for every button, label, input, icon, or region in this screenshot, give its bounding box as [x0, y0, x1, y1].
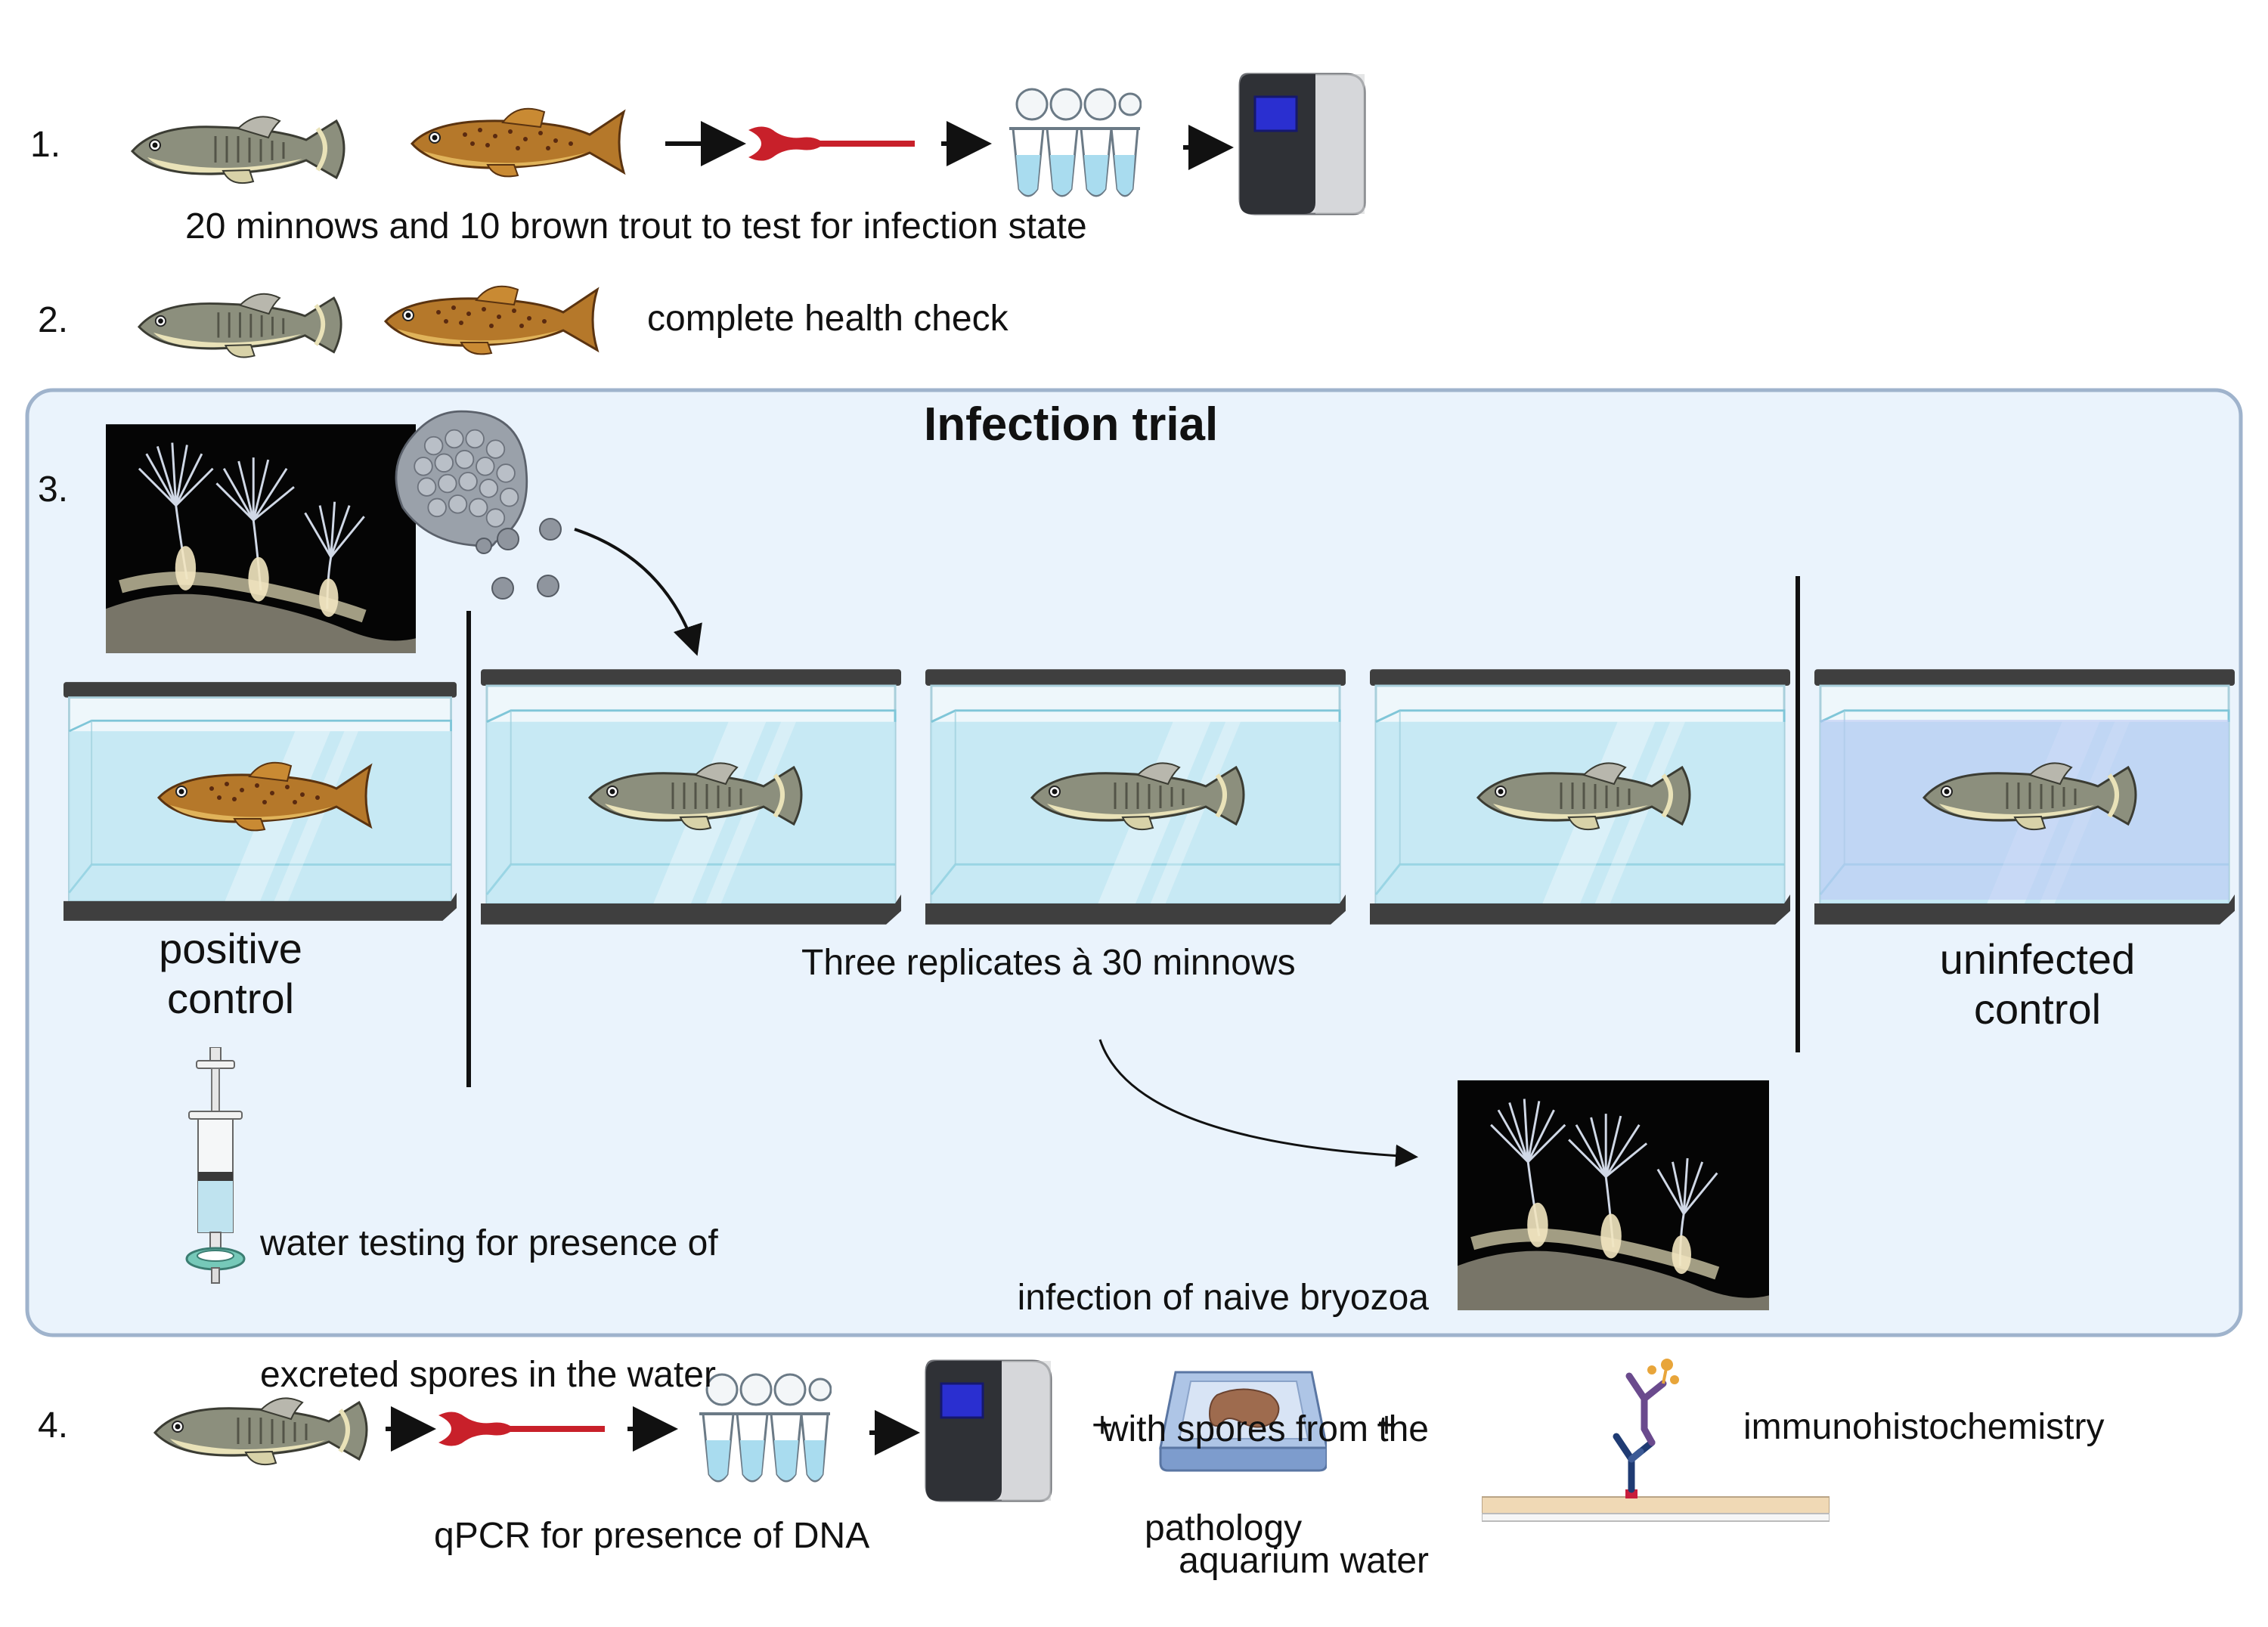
step-4-row [155, 1359, 1830, 1521]
step-1-caption: 20 minnows and 10 brown trout to test fo… [185, 206, 1087, 246]
pathology-caption: pathology [1145, 1508, 1303, 1548]
kidney-tissue-icon [748, 126, 915, 161]
step-3-number: 3. [38, 470, 69, 510]
positive-control-label: positive control [113, 924, 348, 1024]
qpcr-machine-icon [1238, 73, 1366, 215]
plus-sign: + [1092, 1405, 1114, 1446]
qpcr-caption: qPCR for presence of DNA [434, 1516, 870, 1556]
infection-trial-title: Infection trial [924, 398, 1219, 451]
pcr-tubes-icon [1008, 88, 1142, 197]
uninfected-control-line-2: control [1973, 985, 2102, 1033]
replicates-label: Three replicates à 30 minnows [801, 943, 1296, 983]
bryozoa-infection-line-1: infection of naive bryozoa [1017, 1278, 1429, 1318]
step-1-number: 1. [30, 125, 61, 165]
water-testing-label: water testing for presence of excreted s… [260, 1134, 718, 1441]
bryozoa-infection-label: infection of naive bryozoa with spores f… [937, 1188, 1429, 1627]
water-testing-line-2: excreted spores in the water [260, 1355, 716, 1395]
bryozoa-photo [106, 424, 416, 653]
positive-control-line-1: positive [159, 925, 302, 972]
positive-control-line-2: control [166, 975, 295, 1022]
brown-trout-icon [384, 285, 599, 355]
infection-arrow [1098, 1039, 1418, 1167]
brown-trout-icon [411, 107, 625, 178]
pcr-tubes-icon [698, 1373, 832, 1483]
spore-transfer-arrow [574, 528, 702, 656]
bryozoa-infection-line-3: aquarium water [1179, 1541, 1429, 1581]
water-testing-line-1: water testing for presence of [260, 1223, 718, 1263]
diagram-canvas [25, 73, 2243, 1588]
uninfected-control-line-1: uninfected [1939, 935, 2136, 983]
step-1-row [132, 73, 1366, 215]
bryozoa-infection-line-2: with spores from the [1101, 1409, 1429, 1449]
step-2-number: 2. [38, 300, 69, 340]
bryozoa-photo [1458, 1080, 1769, 1310]
plus-sign: + [1376, 1405, 1398, 1446]
uninfected-control-label: uninfected control [1913, 934, 2162, 1034]
step-2-row [139, 285, 599, 358]
minnow-icon [139, 294, 341, 358]
minnow-icon [132, 116, 344, 183]
step-2-caption: complete health check [647, 299, 1009, 339]
spores-icon [476, 518, 562, 600]
step-4-number: 4. [38, 1405, 69, 1446]
immunohistochemistry-caption: immunohistochemistry [1743, 1407, 2105, 1447]
